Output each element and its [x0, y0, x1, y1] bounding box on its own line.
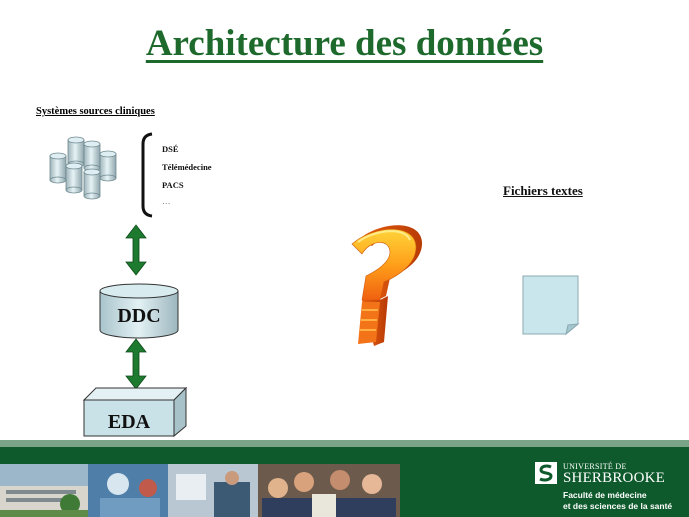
- eda-label: EDA: [107, 411, 151, 433]
- double-arrow-icon: [125, 338, 147, 390]
- bracket-shape: [141, 132, 153, 218]
- source-item-pacs: PACS: [162, 180, 184, 190]
- footer-stripe: [0, 440, 689, 447]
- faculty-line-1: Faculté de médecine: [563, 490, 647, 500]
- university-name-small: UNIVERSITÉ DE: [563, 462, 627, 471]
- source-item-telemedecine: Télémédecine: [162, 162, 212, 172]
- double-arrow-icon: [125, 224, 147, 276]
- university-name: SHERBROOKE: [563, 470, 666, 486]
- page-title: Architecture des données: [145, 23, 544, 64]
- ddc-cylinder: [99, 283, 179, 339]
- university-logo-icon: [535, 462, 557, 484]
- footer-photo-strip: [0, 464, 400, 517]
- source-item-ellipsis: …: [162, 196, 171, 206]
- source-item-dse: DSÉ: [162, 144, 179, 154]
- eda-box: [82, 386, 188, 438]
- fichiers-textes-label: Fichiers textes: [503, 183, 583, 198]
- faculty-line-2: et des sciences de la santé: [563, 501, 673, 511]
- database-cylinders-icon: [49, 136, 117, 200]
- document-icon: [522, 275, 580, 336]
- ddc-label: DDC: [117, 305, 161, 327]
- question-mark-3d-icon: [351, 225, 423, 346]
- sources-label: Systèmes sources cliniques: [36, 106, 155, 117]
